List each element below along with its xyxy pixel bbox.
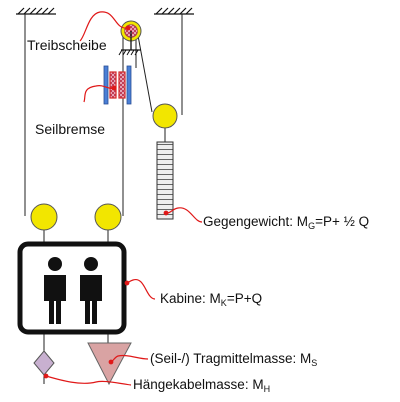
cabin [17, 241, 127, 335]
counterweight-pulley [152, 103, 178, 129]
cabin-label: Kabine: MK=P+Q [160, 291, 262, 308]
ceiling-right-icon [154, 7, 194, 15]
suspension-mass-label: (Seil-/) Tragmittelmasse: MS [150, 351, 317, 368]
traction-sheave [118, 20, 142, 56]
rope-brake [103, 65, 132, 105]
hanging-cable-mass-diamond [33, 350, 55, 376]
hanging-cable-mass-label: Hängekabelmasse: MH [133, 377, 270, 394]
counterweight [156, 141, 174, 220]
two-person-icon [44, 257, 102, 324]
counterweight-label: Gegengewicht: MG=P+ ½ Q [203, 214, 369, 231]
leader-lines [43, 11, 203, 386]
rope-brake-label: Seilbremse [35, 121, 105, 137]
traction-sheave-label: Treibscheibe [27, 37, 107, 53]
ceiling-left-icon [16, 7, 56, 15]
cabin-pulley-right [94, 203, 122, 231]
cabin-pulley-left [30, 203, 58, 231]
